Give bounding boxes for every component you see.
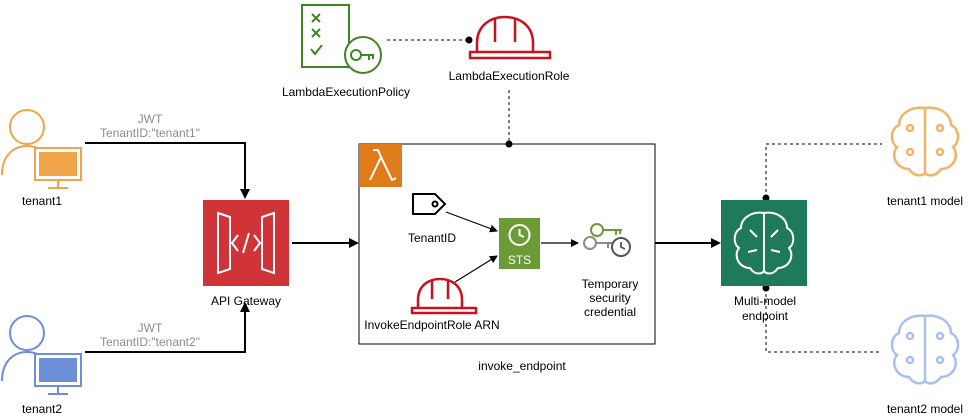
tenant1-edge-label-tenantid: TenantID:"tenant1" xyxy=(100,126,200,140)
tenantid-label: TenantID xyxy=(408,231,456,245)
tenant2-user-icon xyxy=(1,315,82,395)
tenant2-model-label: tenant2 model xyxy=(887,402,963,416)
api-gateway-icon xyxy=(203,200,289,286)
tenant1-user-icon xyxy=(1,109,82,189)
tenant1-model-brain-icon xyxy=(890,106,960,177)
invoke-role-label: InvokeEndpointRole ARN xyxy=(364,318,499,332)
temp-credential-line3: credential xyxy=(584,305,636,319)
sts-icon xyxy=(499,218,540,269)
edge-endpoint-to-tenant2-model-dot xyxy=(762,284,770,292)
edge-tenant2-to-api-gateway xyxy=(85,302,250,353)
tag-icon xyxy=(412,193,447,215)
api-gateway-label: API Gateway xyxy=(211,294,281,308)
sagemaker-endpoint-icon xyxy=(721,200,807,286)
temp-credential-line2: security xyxy=(589,291,630,305)
sts-label: STS xyxy=(508,253,531,267)
hard-hat-icon xyxy=(468,15,552,60)
tenant2-label: tenant2 xyxy=(22,402,62,416)
tenant2-edge-label-tenantid: TenantID:"tenant2" xyxy=(100,335,200,349)
policy-document-icon xyxy=(301,4,382,74)
edge-endpoint-to-tenant1-model xyxy=(765,143,882,198)
key-icon xyxy=(350,49,374,61)
edge-tenantid-to-sts xyxy=(445,211,498,233)
tenant1-label: tenant1 xyxy=(22,194,62,208)
invoke-role-hard-hat-icon xyxy=(410,277,478,315)
edge-tenant1-to-api-gateway xyxy=(85,142,250,199)
policy-label: LambdaExecutionPolicy xyxy=(282,85,410,99)
tenant2-edge-label-jwt: JWT xyxy=(138,321,163,335)
lambda-container xyxy=(358,143,656,345)
role-label: LambdaExecutionRole xyxy=(449,69,570,83)
edge-invokerole-to-sts xyxy=(454,255,498,283)
endpoint-label-line1: Multi-model xyxy=(734,294,796,308)
tenant1-model-label: tenant1 model xyxy=(887,194,963,208)
temp-credential-line1: Temporary xyxy=(582,277,639,291)
lambda-container-label: invoke_endpoint xyxy=(478,359,566,373)
lambda-icon xyxy=(359,144,402,187)
endpoint-label-line2: endpoint xyxy=(742,309,789,323)
edge-endpoint-to-tenant1-model-dot xyxy=(762,194,770,202)
tenant1-edge-label-jwt: JWT xyxy=(138,112,163,126)
tenant2-model-brain-icon xyxy=(890,314,960,385)
edge-policy-to-role-dot xyxy=(465,36,473,44)
temporary-credential-icon xyxy=(583,223,631,257)
